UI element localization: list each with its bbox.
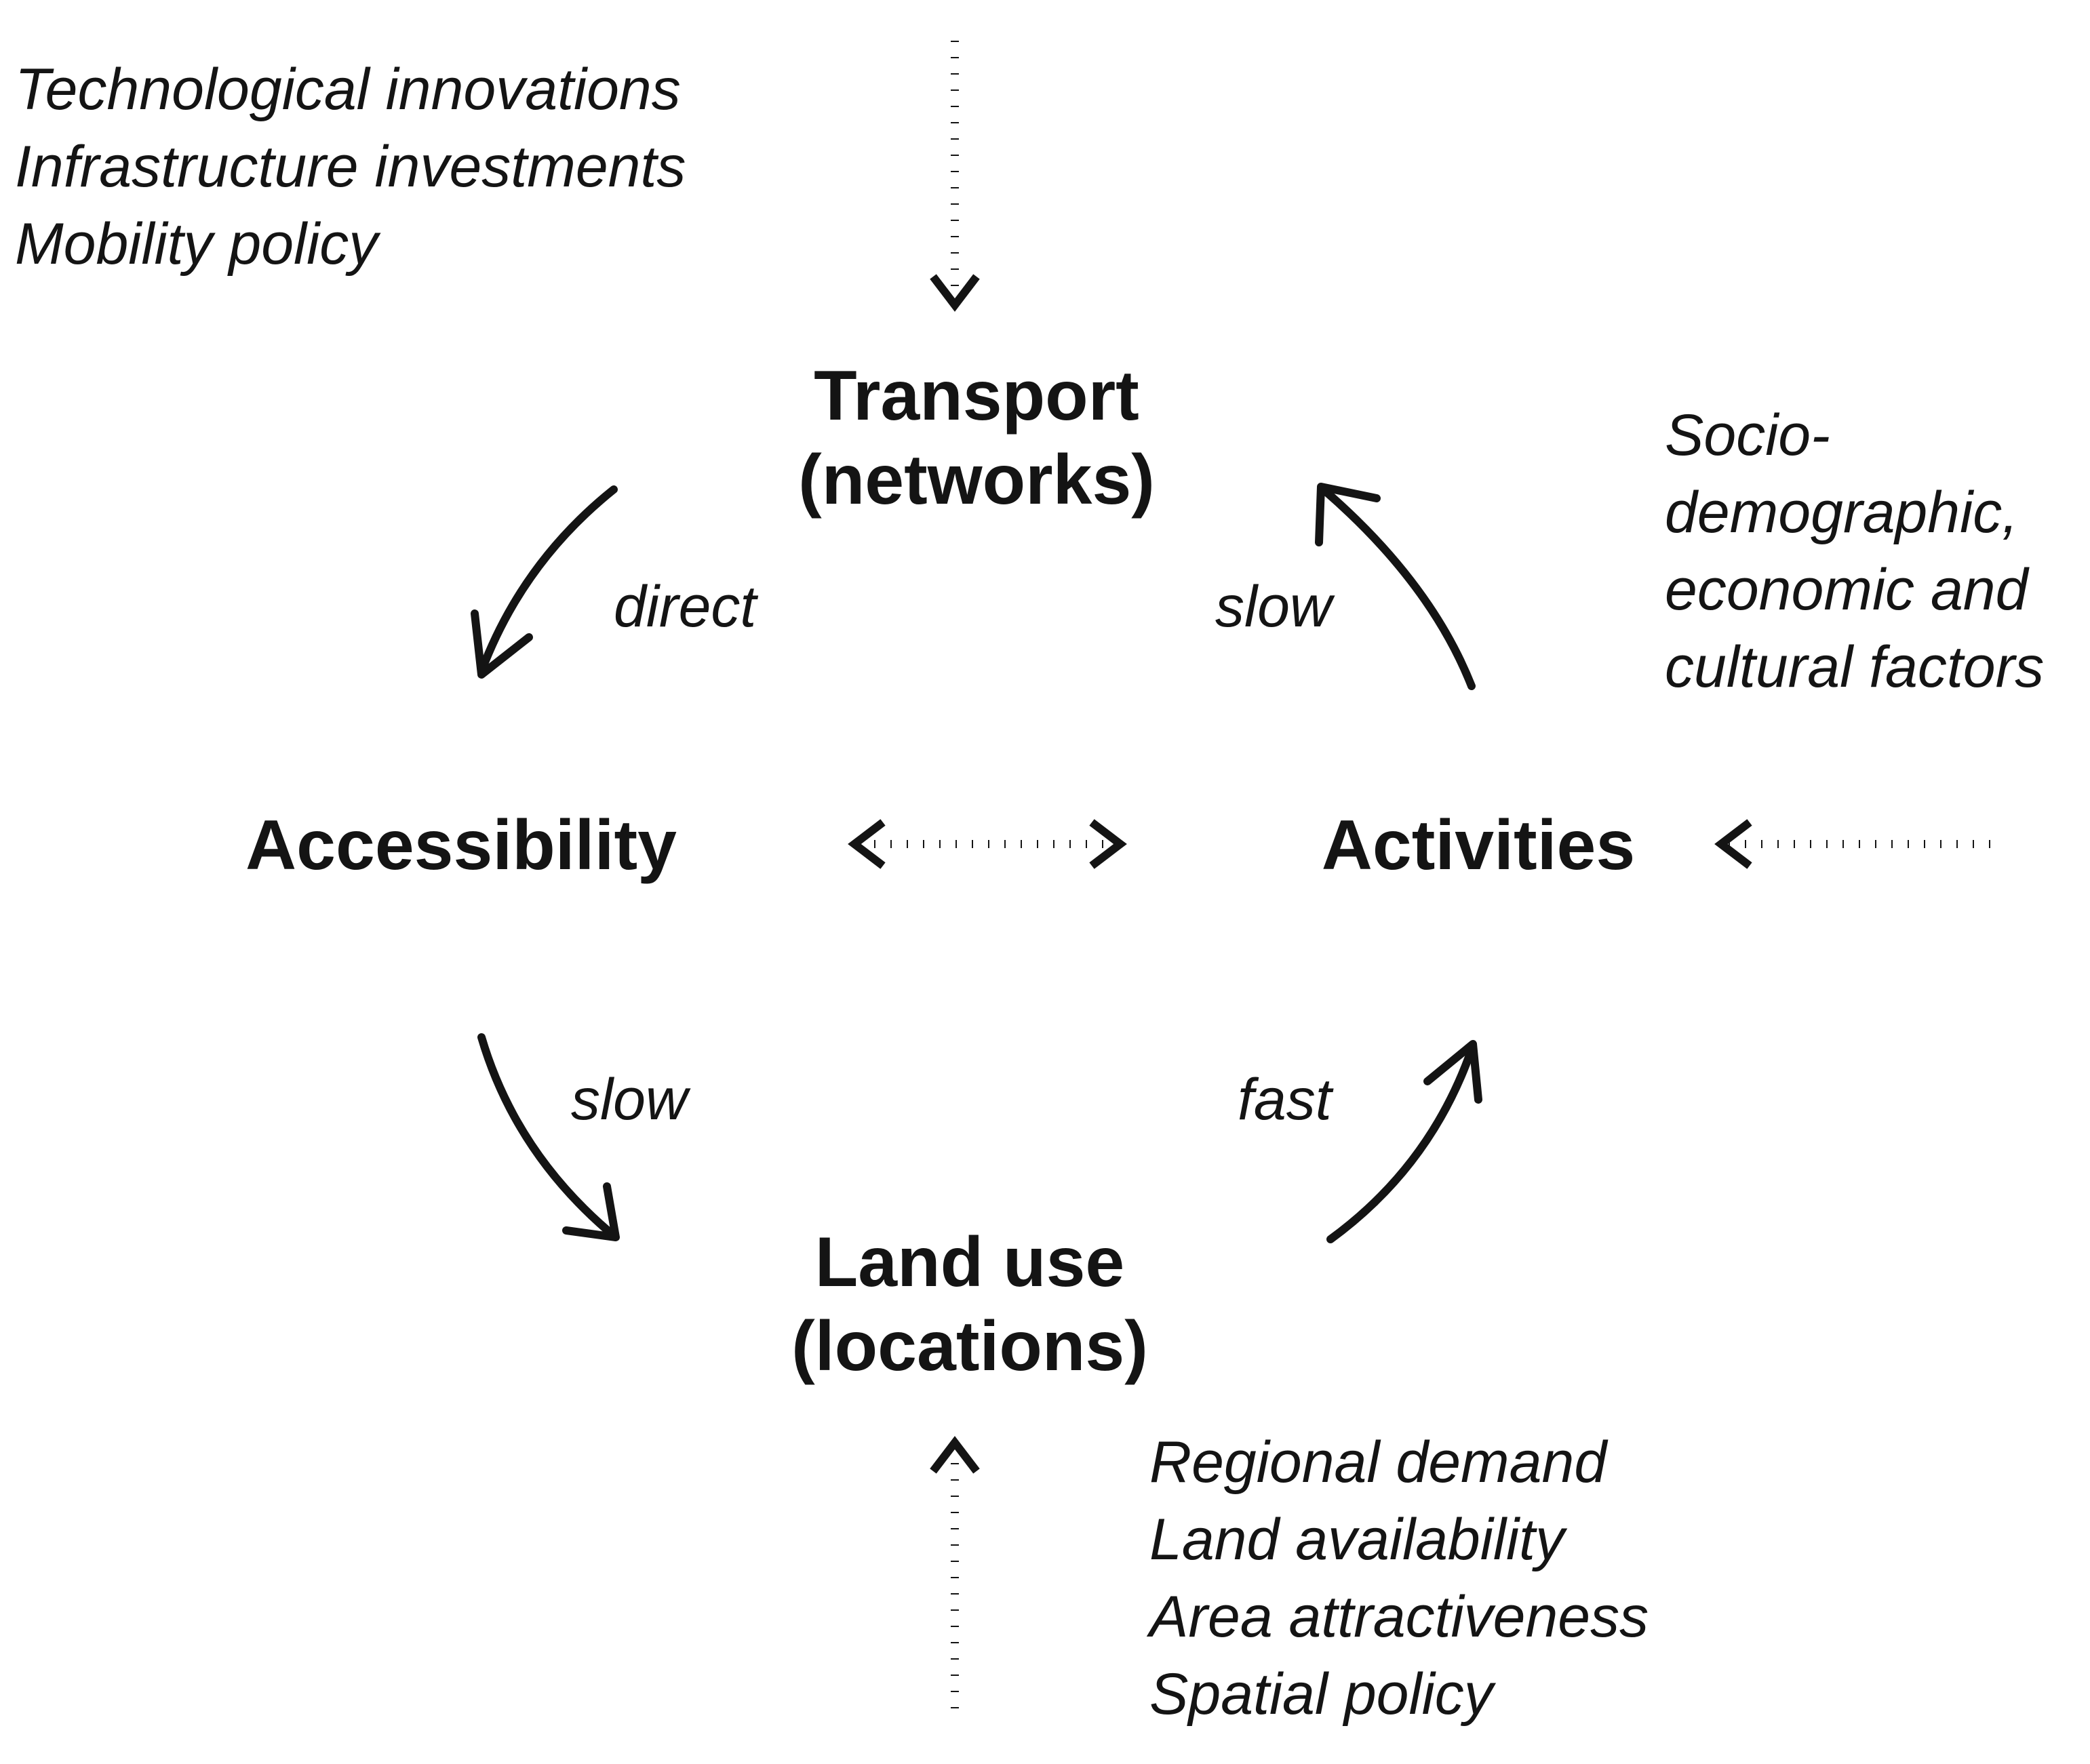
factor-item: economic and — [1665, 557, 2028, 622]
edge-label-slow-bottom: slow — [571, 1067, 688, 1132]
factor-item: Technological innovations — [15, 57, 681, 122]
node-transport-line-2: (networks) — [798, 441, 1155, 519]
node-land-use-line-2: (locations) — [791, 1307, 1148, 1386]
edge-label-fast: fast — [1238, 1067, 1332, 1132]
factor-item: Socio- — [1665, 403, 1830, 468]
factor-item: Infrastructure investments — [15, 134, 686, 199]
node-accessibility: Accessibility — [245, 806, 677, 885]
arrow-accessibility-to-land-use — [477, 1033, 616, 1238]
factor-item: demographic, — [1665, 480, 2019, 545]
node-land-use: Land use (locations) — [732, 1220, 1207, 1388]
factors-transport: Technological innovations Infrastructure… — [15, 51, 686, 283]
factor-item: Mobility policy — [15, 212, 378, 277]
factor-item: Land availability — [1149, 1507, 1564, 1572]
factors-land-use: Regional demand Land availability Area a… — [1149, 1424, 1649, 1733]
edge-label-slow-top: slow — [1215, 574, 1333, 639]
factor-item: Spatial policy — [1149, 1662, 1493, 1727]
node-land-use-line-1: Land use — [814, 1223, 1125, 1302]
factors-activities: Socio- demographic, economic and cultura… — [1665, 397, 2044, 706]
arrow-land-use-to-activities — [1326, 1045, 1476, 1243]
factor-item: Regional demand — [1149, 1430, 1607, 1495]
node-transport-line-1: Transport — [814, 357, 1139, 435]
node-transport: Transport (networks) — [739, 354, 1214, 522]
arrow-transport-to-accessibility — [477, 485, 618, 675]
edge-label-direct: direct — [614, 574, 757, 639]
node-activities: Activities — [1321, 806, 1636, 885]
arrow-activities-to-transport — [1322, 487, 1476, 690]
factor-item: Area attractiveness — [1149, 1584, 1649, 1649]
factor-item: cultural factors — [1665, 635, 2045, 700]
